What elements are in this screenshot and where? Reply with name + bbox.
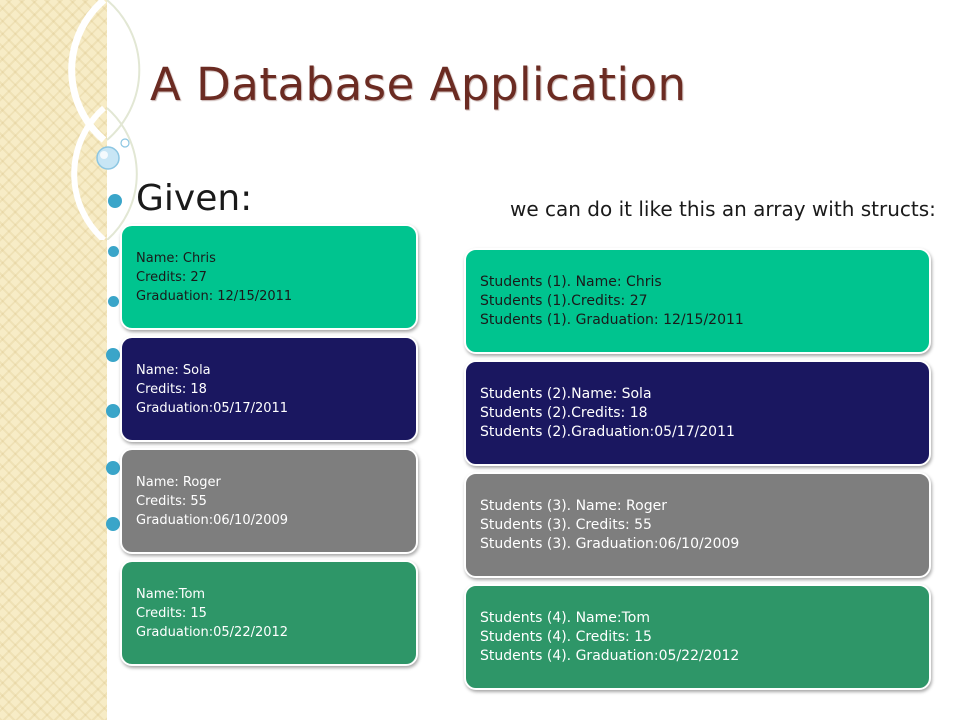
- struct-credits: Students (3). Credits: 55: [480, 516, 652, 533]
- record-graduation: Graduation:06/10/2009: [136, 512, 289, 528]
- record-credits: Credits: 27: [136, 269, 207, 285]
- record-card-tom: Name:Tom Credits: 15 Graduation:05/22/20…: [120, 560, 418, 666]
- record-name: Name: Chris: [136, 250, 216, 266]
- struct-name: Students (2).Name: Sola: [480, 385, 652, 402]
- struct-graduation: Students (2).Graduation:05/17/2011: [480, 423, 735, 440]
- record-name: Name:Tom: [136, 586, 206, 602]
- struct-card-1: Students (1). Name: Chris Students (1).C…: [464, 248, 931, 354]
- record-name: Name: Sola: [136, 362, 211, 378]
- given-note: we can do it like this an array with str…: [510, 197, 936, 221]
- record-credits: Credits: 55: [136, 493, 207, 509]
- hidden-bullet-icon: [108, 296, 119, 307]
- record-graduation: Graduation:05/22/2012: [136, 624, 289, 640]
- decorative-circles: [68, 0, 141, 240]
- struct-credits: Students (4). Credits: 15: [480, 628, 652, 645]
- struct-card-2: Students (2).Name: Sola Students (2).Cre…: [464, 360, 931, 466]
- struct-card-3: Students (3). Name: Roger Students (3). …: [464, 472, 931, 578]
- hidden-bullet-icon: [106, 348, 120, 362]
- hidden-bullet-icon: [106, 461, 120, 475]
- struct-card-4: Students (4). Name:Tom Students (4). Cre…: [464, 584, 931, 690]
- record-name: Name: Roger: [136, 474, 221, 490]
- struct-graduation: Students (4). Graduation:05/22/2012: [480, 647, 740, 664]
- struct-name: Students (4). Name:Tom: [480, 609, 650, 626]
- given-label: Given:: [136, 178, 253, 219]
- struct-name: Students (3). Name: Roger: [480, 497, 667, 514]
- record-card-sola: Name: Sola Credits: 18 Graduation:05/17/…: [120, 336, 418, 442]
- given-bullet-icon: [108, 194, 122, 208]
- record-graduation: Graduation:05/17/2011: [136, 400, 289, 416]
- hidden-bullet-icon: [106, 517, 120, 531]
- struct-credits: Students (2).Credits: 18: [480, 404, 648, 421]
- record-credits: Credits: 15: [136, 605, 207, 621]
- record-credits: Credits: 18: [136, 381, 207, 397]
- struct-name: Students (1). Name: Chris: [480, 273, 662, 290]
- record-graduation: Graduation: 12/15/2011: [136, 288, 293, 304]
- page-title: A Database Application: [150, 58, 687, 111]
- hidden-bullet-icon: [106, 404, 120, 418]
- record-card-chris: Name: Chris Credits: 27 Graduation: 12/1…: [120, 224, 418, 330]
- record-card-roger: Name: Roger Credits: 55 Graduation:06/10…: [120, 448, 418, 554]
- struct-graduation: Students (3). Graduation:06/10/2009: [480, 535, 740, 552]
- struct-graduation: Students (1). Graduation: 12/15/2011: [480, 311, 744, 328]
- hidden-bullet-icon: [108, 246, 119, 257]
- struct-credits: Students (1).Credits: 27: [480, 292, 648, 309]
